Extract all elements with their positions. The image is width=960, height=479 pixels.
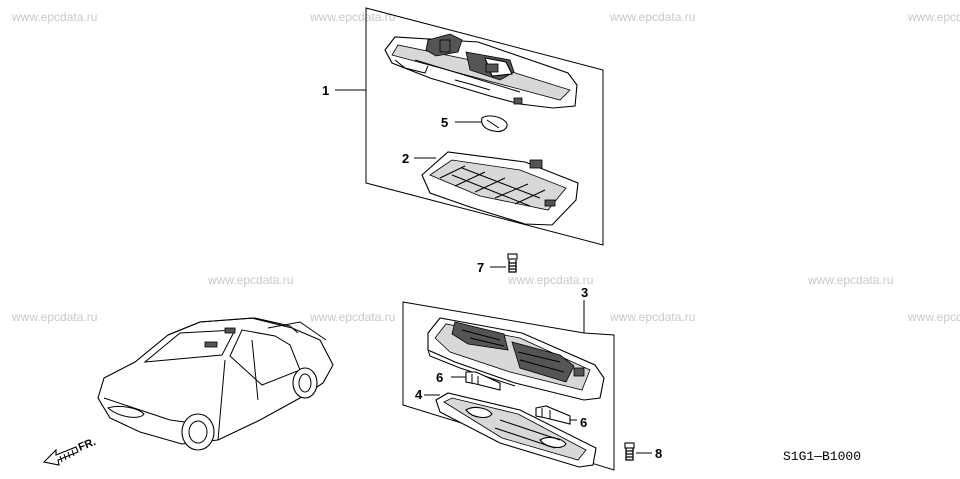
direction-label: FR.	[77, 436, 98, 454]
callout-1: 1	[322, 83, 329, 98]
part-7-screw: 7	[477, 253, 518, 275]
watermark-text: www.epcdata.ru	[609, 310, 695, 324]
watermark-text: www.epcdata.ru	[309, 10, 395, 24]
assembly-bracket-frame	[402, 301, 615, 471]
diagram-code: S1G1—B1000	[783, 449, 861, 464]
callout-2: 2	[402, 151, 409, 166]
front-direction-indicator: FR.	[42, 436, 98, 466]
watermark-text: www.epcdata.ru	[609, 10, 695, 24]
watermark-text: www.epcdata.ru	[907, 310, 960, 324]
callout-5: 5	[441, 115, 448, 130]
front-arrow-icon	[42, 446, 79, 466]
assembly-bracket-frame	[365, 7, 604, 246]
part-2-lens	[414, 151, 579, 226]
callout-6-bottom: 6	[580, 415, 587, 430]
dome-lamp-marker	[204, 341, 218, 348]
map-lamp-marker	[224, 327, 236, 334]
part-6-bulb-left	[451, 371, 501, 391]
watermark-layer: www.epcdata.ru www.epcdata.ru www.epcdat…	[11, 10, 960, 324]
upper-assembly-group: 1 5 2	[322, 7, 604, 246]
part-5-bulb	[455, 115, 508, 132]
watermark-text: www.epcdata.ru	[207, 273, 293, 287]
vehicle-illustration	[97, 317, 334, 451]
watermark-text: www.epcdata.ru	[309, 310, 395, 324]
part-3-housing	[427, 317, 605, 401]
part-8-screw	[624, 442, 652, 461]
callout-3: 3	[581, 285, 588, 300]
watermark-text: www.epcdata.ru	[11, 310, 97, 324]
part-6-bulb-right	[535, 405, 577, 425]
part-4-lens	[424, 392, 597, 468]
watermark-text: www.epcdata.ru	[507, 273, 593, 287]
watermark-text: www.epcdata.ru	[11, 10, 97, 24]
callout-8: 8	[655, 446, 662, 461]
callout-4: 4	[415, 387, 423, 402]
callout-7: 7	[477, 260, 484, 275]
callout-6-top: 6	[436, 370, 443, 385]
watermark-text: www.epcdata.ru	[907, 10, 960, 24]
watermark-text: www.epcdata.ru	[807, 273, 893, 287]
part-1-housing	[384, 33, 578, 109]
lower-assembly-group: 3 6 4 6 8	[402, 285, 662, 471]
